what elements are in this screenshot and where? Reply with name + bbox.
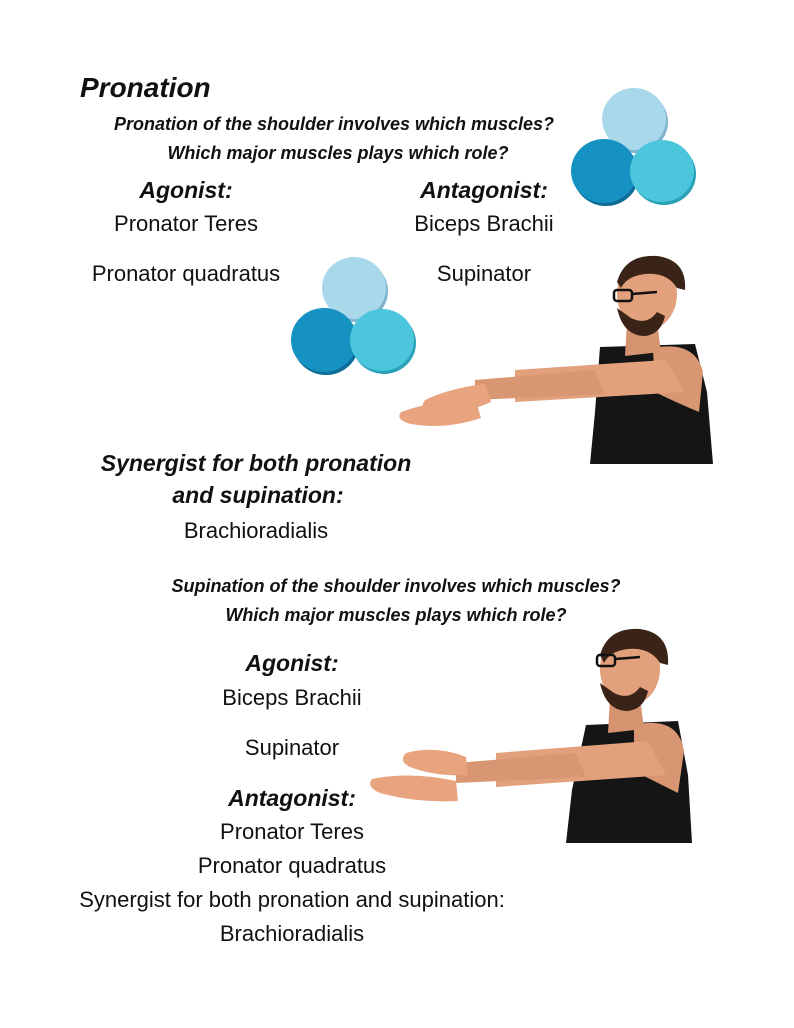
pronation-title: Pronation <box>80 72 211 103</box>
pronation-synergist-heading: Synergist for both pronation <box>100 450 412 476</box>
pronation-synergist-item: Brachioradialis <box>183 518 329 543</box>
supination-synergist-line: Synergist for both pronation and supinat… <box>79 887 505 912</box>
supination-person-illustration <box>370 628 692 843</box>
pronation-synergist-heading: and supination: <box>172 482 344 508</box>
pronation-antagonist-heading: Antagonist: <box>420 177 548 203</box>
supination-agonist-item: Biceps Brachii <box>222 685 362 710</box>
pronation-question-1: Pronation of the shoulder involves which… <box>113 114 555 134</box>
supination-synergist-item: Brachioradialis <box>219 921 365 946</box>
muscle-circles-icon <box>571 88 696 206</box>
pronation-person-illustration <box>399 255 713 464</box>
supination-antagonist-item: Pronator quadratus <box>197 853 387 878</box>
pronation-agonist-item: Pronator Teres <box>114 211 258 236</box>
pronation-agonist-heading: Agonist: <box>139 177 233 203</box>
supination-question-2: Which major muscles plays which role? <box>225 605 567 625</box>
supination-antagonist-heading: Antagonist: <box>228 785 356 811</box>
supination-antagonist-item: Pronator Teres <box>220 819 364 844</box>
supination-agonist-item: Supinator <box>244 735 340 760</box>
supination-agonist-heading: Agonist: <box>245 650 339 676</box>
pronation-antagonist-item: Supinator <box>436 261 532 286</box>
muscle-circles-icon <box>291 257 416 375</box>
pronation-question-2: Which major muscles plays which role? <box>167 143 509 163</box>
supination-question-1: Supination of the shoulder involves whic… <box>171 576 621 596</box>
pronation-antagonist-item: Biceps Brachii <box>414 211 554 236</box>
pronation-agonist-item: Pronator quadratus <box>91 261 281 286</box>
